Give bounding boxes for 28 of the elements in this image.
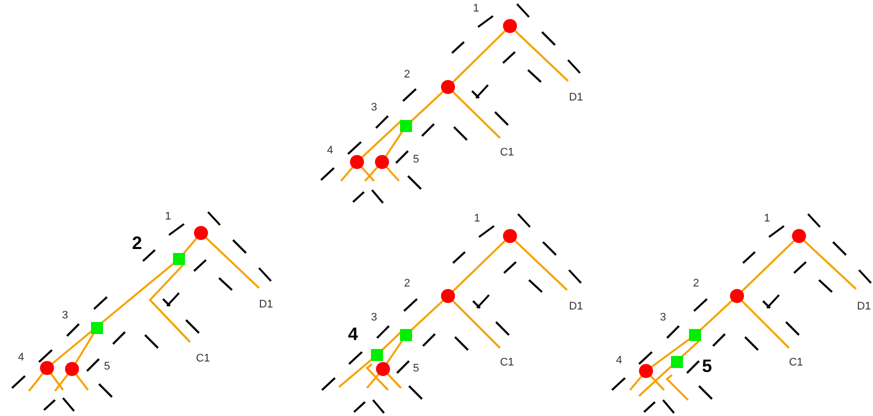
- callout-number: 2: [692, 278, 700, 290]
- callout-number: 5: [702, 357, 712, 375]
- callout-number: 5: [104, 362, 110, 372]
- callout-number: D1: [568, 302, 584, 312]
- callout-number: 3: [62, 310, 68, 322]
- callout-number: 4: [18, 352, 24, 364]
- callout-number: 1: [472, 4, 480, 14]
- callout-number: 1: [474, 214, 480, 224]
- callout-number: 5: [412, 364, 420, 374]
- callout-number: D1: [568, 92, 584, 104]
- callout-number: 2: [132, 234, 142, 252]
- callout-number: 2: [404, 278, 410, 290]
- callout-number: C1: [788, 358, 804, 368]
- callout-number: 1: [764, 214, 770, 224]
- callout-number: 3: [370, 102, 378, 114]
- callout-number: 5: [412, 154, 420, 166]
- callout-number: 1: [164, 212, 172, 222]
- callout-number: 4: [348, 325, 358, 343]
- callout-number: C1: [196, 354, 210, 364]
- callout-number: 2: [404, 70, 410, 80]
- callout-number: C1: [500, 358, 514, 368]
- callout-number: 4: [326, 146, 334, 156]
- callout-number: 3: [370, 312, 378, 324]
- callout-number: 4: [616, 356, 622, 366]
- callout-number: C1: [500, 148, 514, 158]
- callout-number: D1: [856, 302, 872, 312]
- callout-number: 3: [660, 312, 666, 324]
- callout-number: D1: [258, 300, 274, 310]
